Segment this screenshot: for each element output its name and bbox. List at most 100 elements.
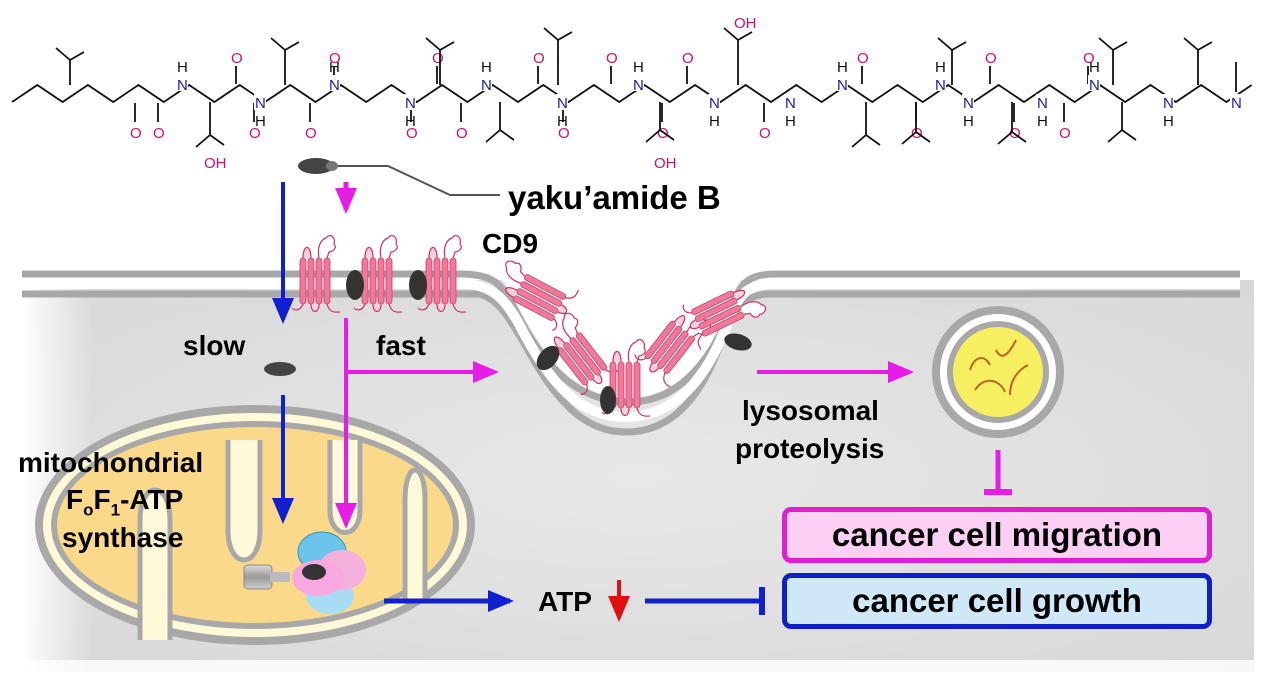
mito-label-line1: mitochondrial — [18, 447, 204, 478]
hydrogen-atom: H — [481, 59, 492, 76]
slow-arrow-upper-head — [272, 298, 294, 324]
nitrogen-atom: N — [935, 77, 946, 94]
oxygen-atom: O — [985, 50, 997, 67]
oxygen-atom: O — [231, 50, 243, 67]
hydrogen-atom: H — [935, 59, 946, 76]
arrow-to-lysosome-head — [888, 361, 914, 383]
atom-bg — [708, 94, 720, 110]
atom-bg — [784, 94, 796, 110]
oxygen-atom: O — [305, 125, 317, 142]
side-chain-bond — [937, 37, 967, 85]
slow-arrow-lower-head — [272, 498, 294, 524]
yakuamide-label: yaku’amide B — [508, 179, 721, 216]
nitrogen-atom: N — [633, 77, 644, 94]
mito-label-line3: synthase — [62, 522, 184, 553]
nitrogen-atom: N — [1163, 95, 1174, 112]
nitrogen-atom: N — [405, 95, 416, 112]
inhibit-growth — [645, 587, 765, 615]
atom-bg — [328, 75, 340, 91]
hydrogen-atom: H — [1089, 59, 1100, 76]
side-chain-bond — [485, 102, 515, 143]
fast-arrow-to-endocytosis-head — [473, 361, 499, 383]
atom-bg — [556, 94, 568, 110]
oxygen-atom: O — [682, 50, 694, 67]
oxygen-atom: O — [406, 125, 418, 142]
yakuamide-bound-icon — [346, 270, 364, 300]
outcome-label: cancer cell migration — [831, 516, 1163, 553]
nitrogen-atom: N — [481, 77, 492, 94]
side-chain-bond — [1183, 37, 1213, 85]
nitrogen-atom: N — [1231, 95, 1242, 112]
oxygen-atom: O — [1083, 50, 1095, 67]
hydroxyl-group: OH — [204, 155, 227, 172]
side-chain-bond — [851, 102, 881, 148]
atom-bg — [632, 75, 644, 91]
lysosomal-label: lysosomal — [742, 395, 879, 426]
oxygen-atom: O — [558, 125, 570, 142]
cd9-cluster-surface — [291, 234, 467, 313]
oxygen-atom: O — [759, 125, 771, 142]
outcome-label: cancer cell growth — [852, 582, 1142, 619]
oxygen-atom: O — [456, 125, 468, 142]
oxygen-atom: O — [533, 50, 545, 67]
nitrogen-atom: N — [255, 95, 266, 112]
hydrogen-atom: H — [329, 59, 340, 76]
hydrogen-atom: H — [837, 59, 848, 76]
hydrogen-atom: H — [1163, 113, 1174, 130]
hydrogen-atom: H — [1037, 113, 1048, 130]
atp-decrease-arrow — [608, 580, 630, 622]
lysosome — [932, 306, 1064, 438]
arrow-to-lysosome — [757, 361, 914, 383]
fast-arrow-to-endocytosis — [346, 361, 499, 383]
arrow-to-atp — [384, 590, 514, 612]
nitrogen-atom: N — [785, 95, 796, 112]
mito-label-line2: FoF1-ATP — [66, 484, 184, 520]
fast-label: fast — [376, 330, 426, 361]
side-chain-bond — [55, 47, 85, 85]
fast-arrow-to-mito — [335, 318, 357, 529]
oxygen-atom: O — [432, 50, 444, 67]
nitrogen-atom: N — [837, 77, 848, 94]
hydrogen-atom: H — [709, 113, 720, 130]
hydrogen-atom: H — [177, 59, 188, 76]
atp-synthase-icon — [243, 531, 366, 614]
atom-bg — [480, 75, 492, 91]
nitrogen-atom: N — [963, 95, 974, 112]
yakuamide-cytosolic-icon — [264, 362, 296, 376]
atp-label: ATP — [538, 586, 592, 617]
oxygen-atom: O — [329, 50, 341, 67]
side-chain-bond — [901, 102, 931, 145]
proteolysis-label: proteolysis — [735, 433, 885, 464]
atom-bg — [404, 94, 416, 110]
oxygen-atom: O — [857, 50, 869, 67]
atom-bg — [1230, 94, 1242, 110]
side-chain-bond — [723, 27, 753, 85]
nitrogen-atom: N — [1089, 77, 1100, 94]
cd9-label: CD9 — [482, 228, 539, 259]
side-chain-bond — [543, 27, 573, 85]
backbone-bond — [11, 83, 1253, 104]
bottom-fade — [0, 660, 1280, 689]
side-chain-bond — [997, 102, 1027, 145]
slow-arrow-upper — [272, 182, 294, 324]
hydrogen-atom: H — [255, 113, 266, 130]
atp-decrease-arrow-head — [608, 596, 630, 622]
atom-bg — [1036, 94, 1048, 110]
fast-arrow-to-mito-head — [335, 503, 357, 529]
side-chain-bond — [270, 37, 300, 85]
nitrogen-atom: N — [557, 95, 568, 112]
hydrogen-atom: H — [633, 59, 644, 76]
nitrogen-atom: N — [709, 95, 720, 112]
outcome-cancer-cell-migration: cancer cell migration — [782, 507, 1212, 563]
atom-bg — [962, 94, 974, 110]
nitrogen-atom: N — [177, 77, 188, 94]
atom-bg — [1162, 94, 1174, 110]
inhibit-migration — [984, 450, 1012, 495]
atom-bg — [176, 75, 188, 91]
cd9-cluster-endocytic — [487, 253, 771, 417]
yakuamide-bound-icon — [409, 270, 427, 300]
hydrogen-atom: H — [963, 113, 974, 130]
oxygen-atom: O — [606, 50, 618, 67]
nitrogen-atom: N — [1037, 95, 1048, 112]
